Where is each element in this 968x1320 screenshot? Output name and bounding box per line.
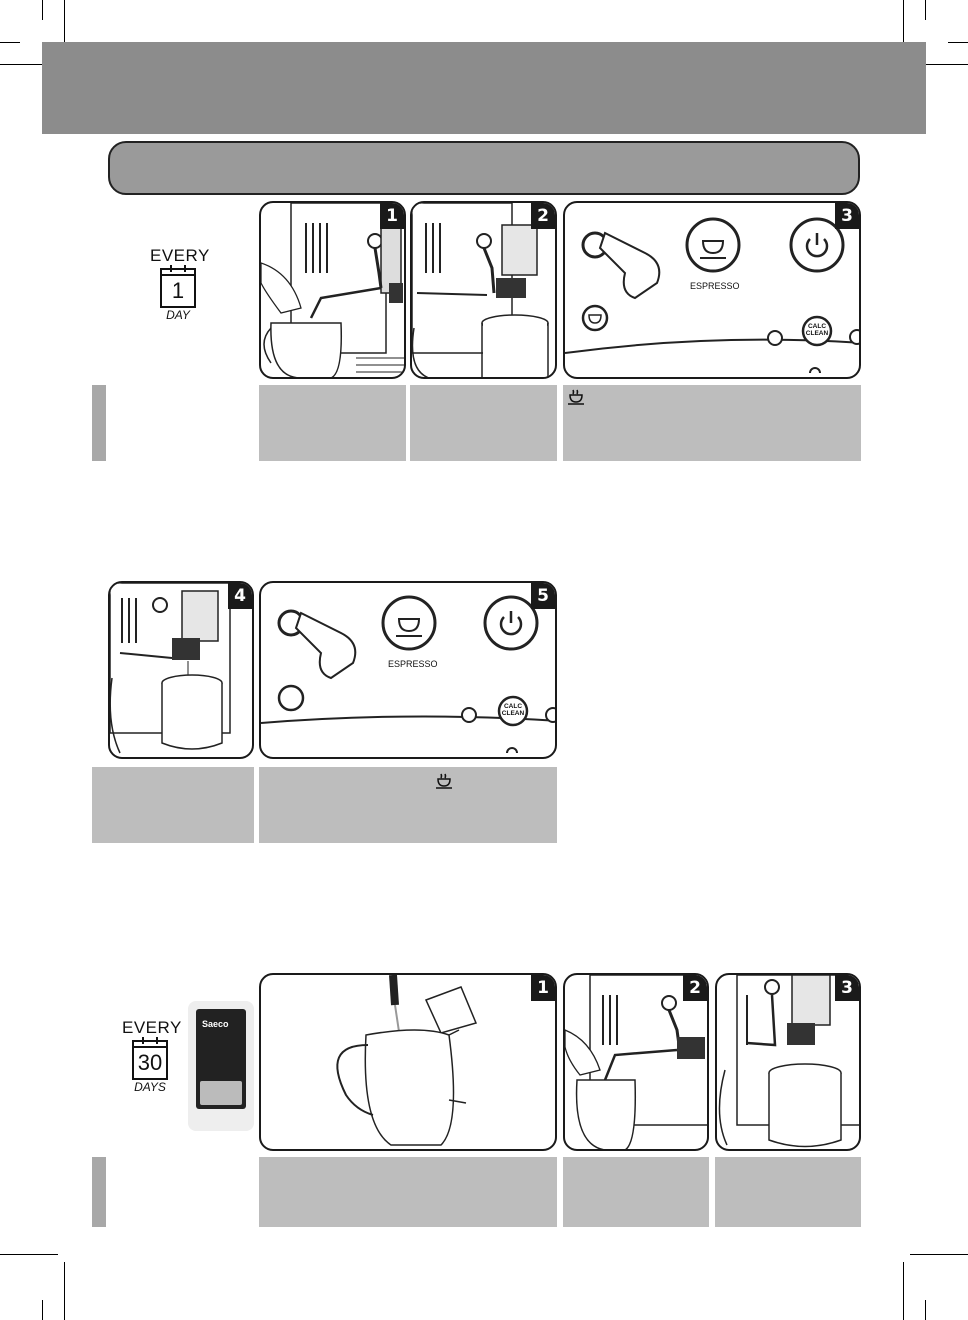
step-number: 4 [228, 583, 252, 609]
monthly-step-3-text [715, 1157, 861, 1227]
hand-pointer-icon [598, 231, 661, 300]
pitcher-steam-wand-illustration [261, 203, 404, 377]
espresso-label: ESPRESSO [690, 281, 740, 291]
step-4-image: 4 [108, 581, 254, 759]
cup-icon [685, 217, 741, 273]
step-5-text [259, 767, 557, 843]
hot-water-icon [436, 773, 452, 789]
pitcher-with-cleaner-illustration [336, 975, 478, 1146]
calendar-icon: 1 [160, 265, 196, 308]
hot-water-icon [568, 389, 584, 405]
monthly-step-1-image: 1 [259, 973, 557, 1151]
crop-mark [925, 0, 926, 20]
calendar-icon: 30 [132, 1037, 168, 1080]
monthly-step-2-text [563, 1157, 709, 1227]
crop-mark [0, 42, 20, 43]
header-band [42, 42, 926, 134]
step-1-image: 1 [259, 201, 406, 379]
crop-mark [903, 0, 904, 58]
unit-label: DAYS [134, 1080, 166, 1094]
calendar-number: 30 [137, 1050, 163, 1075]
step-number: 5 [531, 583, 555, 609]
crop-mark [903, 1262, 904, 1320]
step-number: 2 [683, 975, 707, 1001]
step-2-text [410, 385, 557, 461]
crop-mark [910, 64, 968, 65]
steam-icon [581, 304, 609, 332]
monthly-schedule: EVERY 30 DAYS [122, 1018, 182, 1094]
monthly-step-2-image: 2 [563, 973, 709, 1151]
step-2-image: 2 [410, 201, 557, 379]
every-label: EVERY [150, 246, 210, 265]
cleaner-product-image: Saeco [188, 1001, 254, 1131]
section-title-bar [108, 141, 860, 195]
section-marker [92, 1157, 106, 1227]
daily-schedule: EVERY 1 DAY [150, 246, 210, 322]
step-1-text [259, 385, 406, 461]
step-number: 1 [531, 975, 555, 1001]
step-number: 3 [835, 203, 859, 229]
step-number: 3 [835, 975, 859, 1001]
control-panel-illustration [261, 595, 555, 754]
every-label: EVERY [122, 1018, 182, 1037]
product-box: Saeco [196, 1009, 246, 1109]
steam-icon [277, 684, 305, 712]
brand-label: Saeco [202, 1019, 229, 1029]
step-3-text [563, 385, 861, 461]
hand-pointer-icon [294, 611, 357, 680]
calendar-number: 1 [171, 278, 185, 303]
monthly-step-1-text [259, 1157, 557, 1227]
container-steam-wand-illustration [412, 203, 549, 377]
step-number: 2 [531, 203, 555, 229]
crop-mark [42, 1300, 43, 1320]
crop-mark [925, 1300, 926, 1320]
crop-mark [42, 0, 43, 20]
step-number: 1 [380, 203, 404, 229]
crop-mark [910, 1254, 968, 1255]
pitcher-steam-wand-illustration [565, 975, 707, 1149]
crop-mark [64, 0, 65, 58]
container-steam-wand-illustration [718, 975, 859, 1148]
unit-label: DAY [166, 308, 190, 322]
control-panel-illustration [565, 217, 859, 374]
monthly-step-3-image: 3 [715, 973, 861, 1151]
section-marker [92, 385, 106, 461]
crop-mark [64, 1262, 65, 1320]
crop-mark [948, 42, 968, 43]
step-4-text [92, 767, 254, 843]
crop-mark [0, 64, 58, 65]
cup-icon [381, 595, 437, 651]
container-filling-illustration [110, 583, 231, 754]
espresso-label: ESPRESSO [388, 659, 438, 669]
crop-mark [0, 1254, 58, 1255]
